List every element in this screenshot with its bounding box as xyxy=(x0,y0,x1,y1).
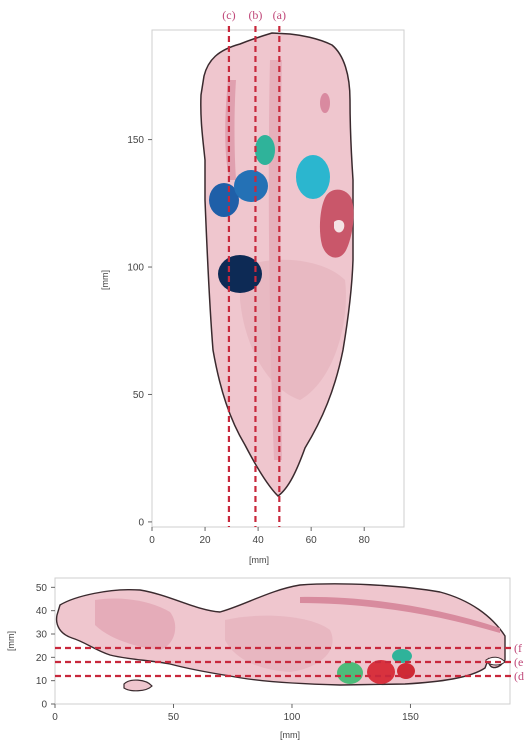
top-x-ticks: 0 20 40 60 80 xyxy=(149,527,370,546)
bottom-y-tick-label: 10 xyxy=(36,676,48,687)
top-y-axis-label: [mm] xyxy=(100,270,110,290)
bottom-y-tick-label: 30 xyxy=(36,630,48,641)
organ-cyan xyxy=(296,155,330,199)
bottom-x-tick-label: 100 xyxy=(284,712,301,723)
top-y-tick-label: 50 xyxy=(133,390,145,401)
bottom-section-label: (d xyxy=(514,669,524,683)
bottom-y-ticks: 0 10 20 30 40 50 xyxy=(36,583,55,711)
top-section-label: (a) xyxy=(273,8,286,22)
top-x-axis-label: [mm] xyxy=(249,555,269,565)
bottom-panel: (f(e(d 0 50 100 150 0 10 20 30 40 50 [mm] [mm] xyxy=(6,578,524,740)
top-y-ticks: 0 50 100 150 xyxy=(127,135,152,528)
bottom-section-labels: (f(e(d xyxy=(514,641,524,683)
organ-teal xyxy=(255,135,275,165)
top-y-tick-label: 100 xyxy=(127,263,144,274)
organ-blue-mid xyxy=(234,170,268,202)
bottom-y-tick-label: 20 xyxy=(36,653,48,664)
organ-red-large xyxy=(367,660,395,684)
top-section-label: (c) xyxy=(222,8,235,22)
bottom-section-label: (e xyxy=(514,655,523,669)
bottom-x-tick-label: 0 xyxy=(52,712,58,723)
bottom-x-tick-label: 150 xyxy=(402,712,419,723)
top-small-spot xyxy=(320,93,330,113)
bottom-y-tick-label: 50 xyxy=(36,583,48,594)
bottom-y-tick-label: 0 xyxy=(41,700,47,711)
top-x-tick-label: 0 xyxy=(149,535,155,546)
organ-green xyxy=(337,662,363,684)
top-x-tick-label: 60 xyxy=(306,535,318,546)
top-x-tick-label: 20 xyxy=(199,535,211,546)
top-y-tick-label: 0 xyxy=(138,517,144,528)
bottom-x-axis-label: [mm] xyxy=(280,730,300,740)
top-panel: (c) (b) (a) 0 20 40 60 80 0 50 100 150 [mm] [mm] xyxy=(100,8,404,565)
top-y-tick-label: 150 xyxy=(127,135,144,146)
top-x-tick-label: 80 xyxy=(359,535,371,546)
bottom-x-ticks: 0 50 100 150 xyxy=(52,704,419,723)
top-section-label: (b) xyxy=(248,8,262,22)
bottom-y-axis-label: [mm] xyxy=(6,631,16,651)
top-x-tick-label: 40 xyxy=(253,535,265,546)
bottom-x-tick-label: 50 xyxy=(168,712,180,723)
bottom-section-label: (f xyxy=(514,641,522,655)
top-section-labels: (c) (b) (a) xyxy=(222,8,286,22)
bottom-y-tick-label: 40 xyxy=(36,606,48,617)
